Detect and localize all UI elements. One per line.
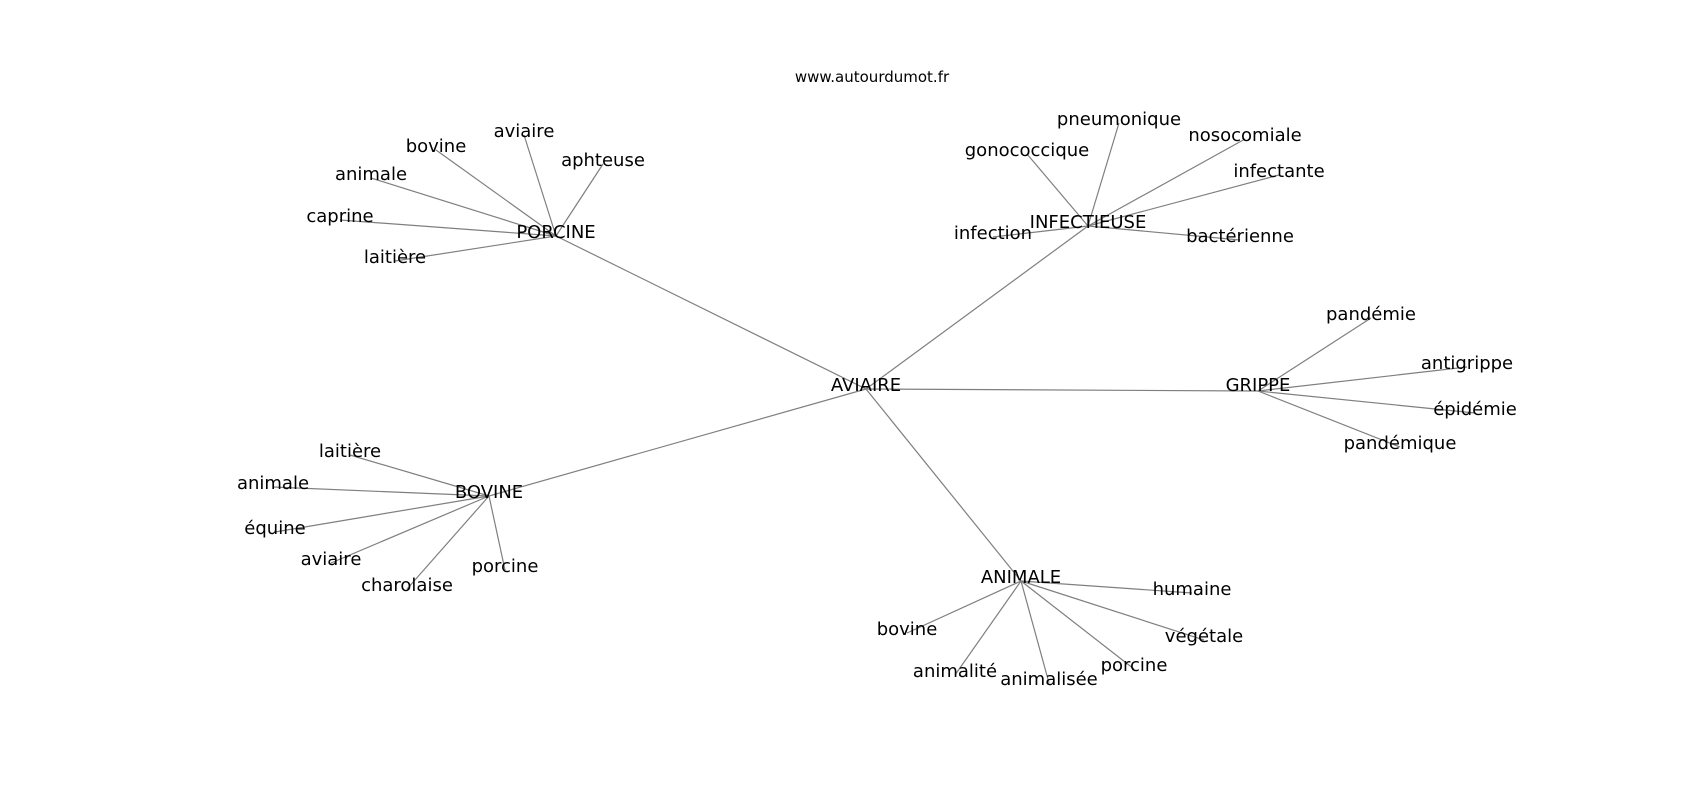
leaf-node-infectieuse-infection: infection: [954, 223, 1032, 244]
leaf-node-porcine-aviaire: aviaire: [494, 121, 555, 142]
edge-grippe-leaf-3: [1257, 390, 1401, 448]
leaf-node-bovine-laitiere: laitière: [319, 441, 381, 462]
hub-node-animale: ANIMALE: [981, 567, 1061, 588]
edge-animale-leaf-5: [906, 580, 1022, 634]
edge-grippe-leaf-2: [1257, 390, 1476, 414]
edge-animale-leaf-4: [954, 580, 1022, 676]
edge-porcine-leaf-5: [394, 235, 557, 262]
leaf-node-grippe-pandemique: pandémique: [1344, 433, 1457, 454]
leaf-node-infectieuse-nosocomiale: nosocomiale: [1188, 125, 1301, 146]
hub-node-bovine: BOVINE: [455, 482, 523, 503]
leaf-node-bovine-porcine: porcine: [472, 556, 539, 577]
leaf-node-bovine-equine: équine: [244, 518, 305, 539]
source-url: www.autourdumot.fr: [795, 68, 950, 86]
edge-infectieuse-leaf-3: [1087, 174, 1280, 227]
leaf-node-infectieuse-infectante: infectante: [1233, 161, 1324, 182]
edge-porcine-leaf-1: [523, 134, 557, 237]
edge-bovine-leaf-1: [272, 486, 490, 497]
graph-edges: [272, 122, 1476, 684]
leaf-node-animale-vegetale: végétale: [1165, 626, 1243, 647]
leaf-node-grippe-pandemie: pandémie: [1326, 304, 1416, 325]
leaf-node-animale-bovine: bovine: [877, 619, 938, 640]
leaf-node-bovine-charolaise: charolaise: [361, 575, 453, 596]
leaf-node-porcine-aphteuse: aphteuse: [561, 150, 645, 171]
leaf-node-grippe-epidemie: épidémie: [1433, 399, 1517, 420]
leaf-node-infectieuse-bacterienne: bactérienne: [1186, 226, 1294, 247]
edge-aviaire-infectieuse: [865, 225, 1089, 390]
edge-infectieuse-leaf-4: [992, 225, 1089, 238]
hub-node-infectieuse: INFECTIEUSE: [1030, 212, 1147, 233]
edge-infectieuse-leaf-5: [1087, 225, 1241, 241]
edge-bovine-leaf-4: [406, 495, 490, 590]
hub-node-porcine: PORCINE: [516, 222, 595, 243]
leaf-node-animale-animalite: animalité: [913, 661, 997, 682]
leaf-node-grippe-antigrippe: antigrippe: [1421, 353, 1513, 374]
edge-animale-leaf-2: [1020, 580, 1135, 670]
leaf-node-animale-animalisee: animalisée: [1000, 669, 1098, 690]
center-node-aviaire: AVIAIRE: [831, 375, 901, 396]
edge-porcine-leaf-2: [435, 149, 557, 237]
edge-infectieuse-leaf-1: [1026, 153, 1089, 227]
edge-bovine-leaf-0: [349, 454, 490, 497]
edge-aviaire-bovine: [488, 388, 867, 497]
edge-aviaire-grippe: [865, 388, 1259, 392]
edge-grippe-leaf-1: [1257, 366, 1468, 392]
edge-bovine-leaf-5: [488, 495, 506, 571]
edge-bovine-leaf-3: [330, 495, 490, 564]
leaf-node-animale-porcine: porcine: [1101, 655, 1168, 676]
leaf-node-porcine-bovine: bovine: [406, 136, 467, 157]
edge-bovine-leaf-2: [274, 495, 490, 533]
leaf-node-infectieuse-gonococcique: gonococcique: [965, 140, 1089, 161]
leaf-node-bovine-aviaire: aviaire: [301, 549, 362, 570]
edge-porcine-leaf-0: [555, 163, 604, 237]
leaf-node-infectieuse-pneumonique: pneumonique: [1057, 109, 1181, 130]
edge-animale-leaf-1: [1020, 580, 1205, 641]
leaf-node-bovine-animale: animale: [237, 473, 309, 494]
edge-porcine-leaf-4: [339, 219, 557, 237]
hub-node-grippe: GRIPPE: [1226, 375, 1291, 396]
edge-grippe-leaf-0: [1257, 317, 1372, 392]
edge-porcine-leaf-3: [370, 177, 557, 237]
edge-animale-leaf-0: [1020, 580, 1193, 594]
leaf-node-animale-humaine: humaine: [1153, 579, 1232, 600]
leaf-node-porcine-animale: animale: [335, 164, 407, 185]
leaf-node-porcine-caprine: caprine: [306, 206, 373, 227]
edge-aviaire-animale: [865, 388, 1022, 582]
edge-infectieuse-leaf-0: [1087, 122, 1120, 227]
leaf-node-porcine-laitiere: laitière: [364, 247, 426, 268]
edge-animale-leaf-3: [1020, 580, 1050, 684]
edge-aviaire-porcine: [555, 235, 867, 390]
edge-infectieuse-leaf-2: [1087, 138, 1246, 227]
